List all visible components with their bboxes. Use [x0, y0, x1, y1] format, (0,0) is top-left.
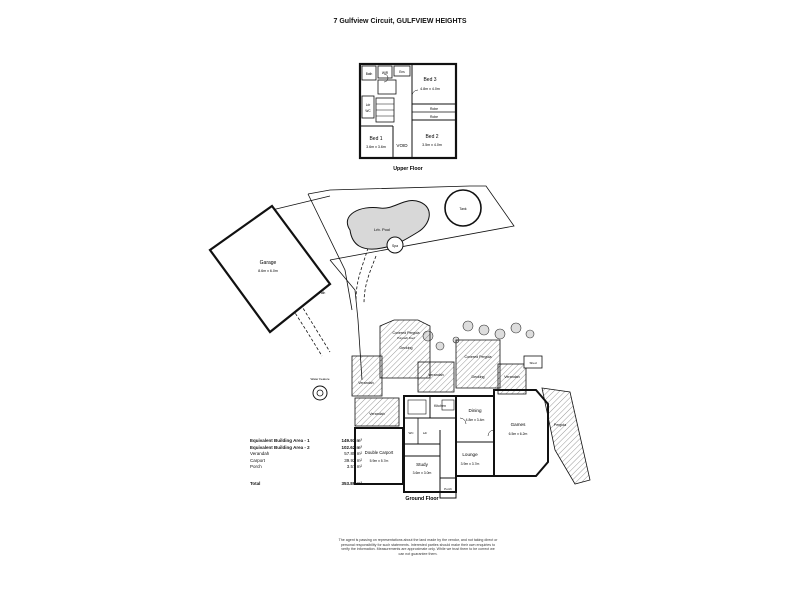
area-value: 102.62 m² — [341, 444, 362, 450]
garage-size: 8.6m x 6.0m — [258, 269, 278, 273]
upper-void-label: VOID — [396, 143, 408, 148]
upper-bed2-size: 3.5m x 4.0m — [422, 143, 442, 147]
disclaimer-text: The agent is passing on representations … — [338, 538, 498, 556]
area-row: Verandah 57.85 m² — [250, 451, 362, 458]
porch-label: Porch — [444, 487, 452, 491]
carport-label: Double Carport — [365, 450, 394, 455]
path-label: Path — [319, 291, 326, 295]
upper-wir-label: WIR — [382, 71, 389, 75]
upper-bed3-size: 4.8m x 4.0m — [420, 87, 440, 91]
upper-bed1-label: Bed 1 — [369, 136, 382, 142]
area-value: 149.93 m² — [341, 438, 362, 443]
carport-size: 5.9m x 5.7m — [370, 459, 389, 463]
upper-ldr-label: Ldr — [366, 103, 372, 107]
upper-floor-plan — [358, 62, 458, 160]
upper-ens-label: Ens — [399, 70, 405, 74]
upper-bath-label: Bath — [366, 72, 373, 76]
games-size: 6.5m x 6.2m — [509, 432, 528, 436]
area-row: Porch 3.57 m² — [250, 464, 362, 471]
upper-robe-1-label: Robe — [430, 107, 438, 111]
area-total-label: Total — [250, 480, 261, 486]
ground-ldr-label: Ldr — [423, 431, 427, 435]
tank-shape — [444, 189, 482, 227]
area-label: Carport — [250, 457, 266, 463]
pergola-note-label: Polycarb Roof — [397, 336, 415, 340]
upper-bed3-label: Bed 3 — [423, 77, 436, 83]
area-label: Equivalent Building Area - 2 — [250, 444, 310, 450]
area-value: 39.92 m² — [344, 457, 362, 463]
lounge-size: 3.9m x 3.7m — [461, 462, 480, 466]
area-label: Porch — [250, 464, 262, 470]
ground-floor-caption: Ground Floor — [405, 496, 438, 502]
property-address: 7 Gulfview Circuit, GULFVIEW HEIGHTS — [333, 18, 467, 25]
covered-pergola-1-label: Covered Pergola — [393, 331, 420, 335]
study-size: 3.6m x 3.0m — [413, 471, 432, 475]
upper-bed2-label: Bed 2 — [425, 134, 438, 140]
study-label: Study — [416, 462, 428, 467]
lounge-label: Lounge — [462, 452, 478, 457]
pergola-label: Pergola — [554, 423, 566, 427]
area-total-row: Total 353.89 m² — [250, 481, 362, 488]
area-schedule: Equivalent Building Area - 1 149.93 m² E… — [250, 438, 362, 488]
water-feature-label: Water Feature — [310, 377, 329, 381]
garage-label: Garage — [260, 260, 277, 266]
area-row: Carport 39.92 m² — [250, 458, 362, 465]
spa-shape — [386, 236, 404, 254]
ground-floor-walls — [354, 389, 549, 499]
verandah-1-label: Verandah — [358, 381, 373, 385]
water-feature-inner — [316, 389, 324, 397]
pool-shape — [347, 200, 430, 250]
ground-wc-label: WC — [409, 431, 415, 435]
area-row: Equivalent Building Area - 2 102.62 m² — [250, 445, 362, 452]
verandah-2-label: Verandah — [428, 373, 443, 377]
site-boundary — [271, 185, 515, 381]
dining-label: Dining — [468, 408, 481, 413]
verandah-3-label: Verandah — [504, 375, 519, 379]
tank-label: Tank — [459, 207, 466, 211]
ground-hatched-areas — [351, 319, 591, 485]
verandah-4-label: Verandah — [369, 412, 384, 416]
area-label: Equivalent Building Area - 1 — [250, 438, 310, 443]
pool-label: Lrb. Pool — [374, 227, 390, 232]
decking-2-label: Decking — [472, 375, 485, 379]
spa-label: Spa — [392, 244, 398, 248]
covered-pergola-2-label: Covered Pergola — [465, 355, 492, 359]
area-total-value: 353.89 m² — [341, 480, 362, 486]
area-value: 3.57 m² — [346, 464, 362, 470]
kitchen-label: Kitchen — [434, 404, 446, 408]
area-label: Verandah — [250, 451, 270, 457]
upper-wc-label: WC — [365, 109, 371, 113]
decking-1-label: Decking — [400, 346, 413, 350]
upper-bed1-size: 3.6m x 3.6m — [366, 145, 386, 149]
upper-robe-2-label: Robe — [430, 115, 438, 119]
garage-shape — [208, 204, 332, 334]
upper-floor-caption: Upper Floor — [393, 166, 422, 172]
dining-size: 4.8m x 3.4m — [466, 418, 485, 422]
area-row: Equivalent Building Area - 1 149.93 m² — [250, 438, 362, 445]
area-value: 57.85 m² — [344, 451, 362, 457]
games-label: Games — [511, 422, 527, 427]
path-dashed — [289, 247, 377, 357]
shed-label: Shed — [529, 361, 536, 365]
